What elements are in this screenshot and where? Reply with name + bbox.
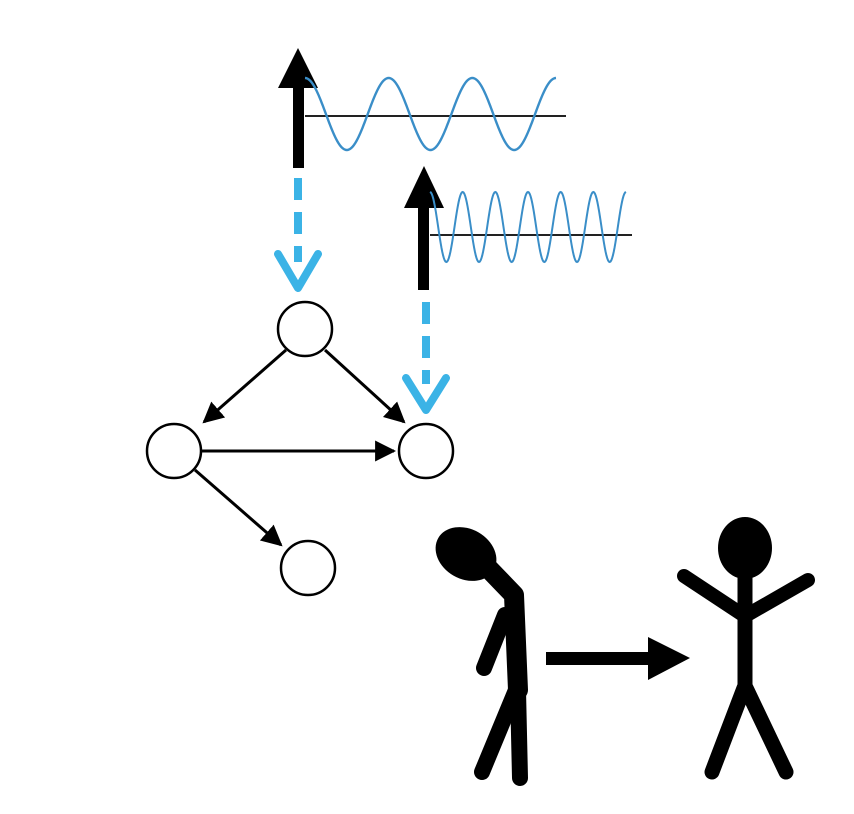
dashed-arrow-to-top-node: [274, 178, 322, 292]
dashed-arrow-to-right-node: [402, 302, 450, 414]
high-frequency-wave: [429, 190, 627, 264]
right-arrow-icon: [546, 637, 690, 680]
graph-node-left: [145, 422, 203, 480]
edge-left-to-bottom: [194, 468, 283, 547]
graph-node-right: [397, 422, 455, 480]
stimulus-up-arrow-icon: [278, 48, 318, 168]
high-frequency-stimulus: [402, 166, 632, 414]
graph-node-top: [276, 300, 334, 358]
low-frequency-stimulus: [274, 48, 566, 292]
graph-node-bottom: [279, 539, 337, 597]
celebrating-stick-figure-icon: [677, 517, 815, 780]
directed-graph: [145, 300, 455, 597]
slumped-stick-figure-icon: [435, 527, 528, 786]
edge-top-to-right: [323, 348, 406, 424]
edge-top-to-left: [202, 348, 287, 424]
low-frequency-wave: [304, 76, 557, 152]
stimulus-up-arrow-icon: [404, 166, 444, 290]
